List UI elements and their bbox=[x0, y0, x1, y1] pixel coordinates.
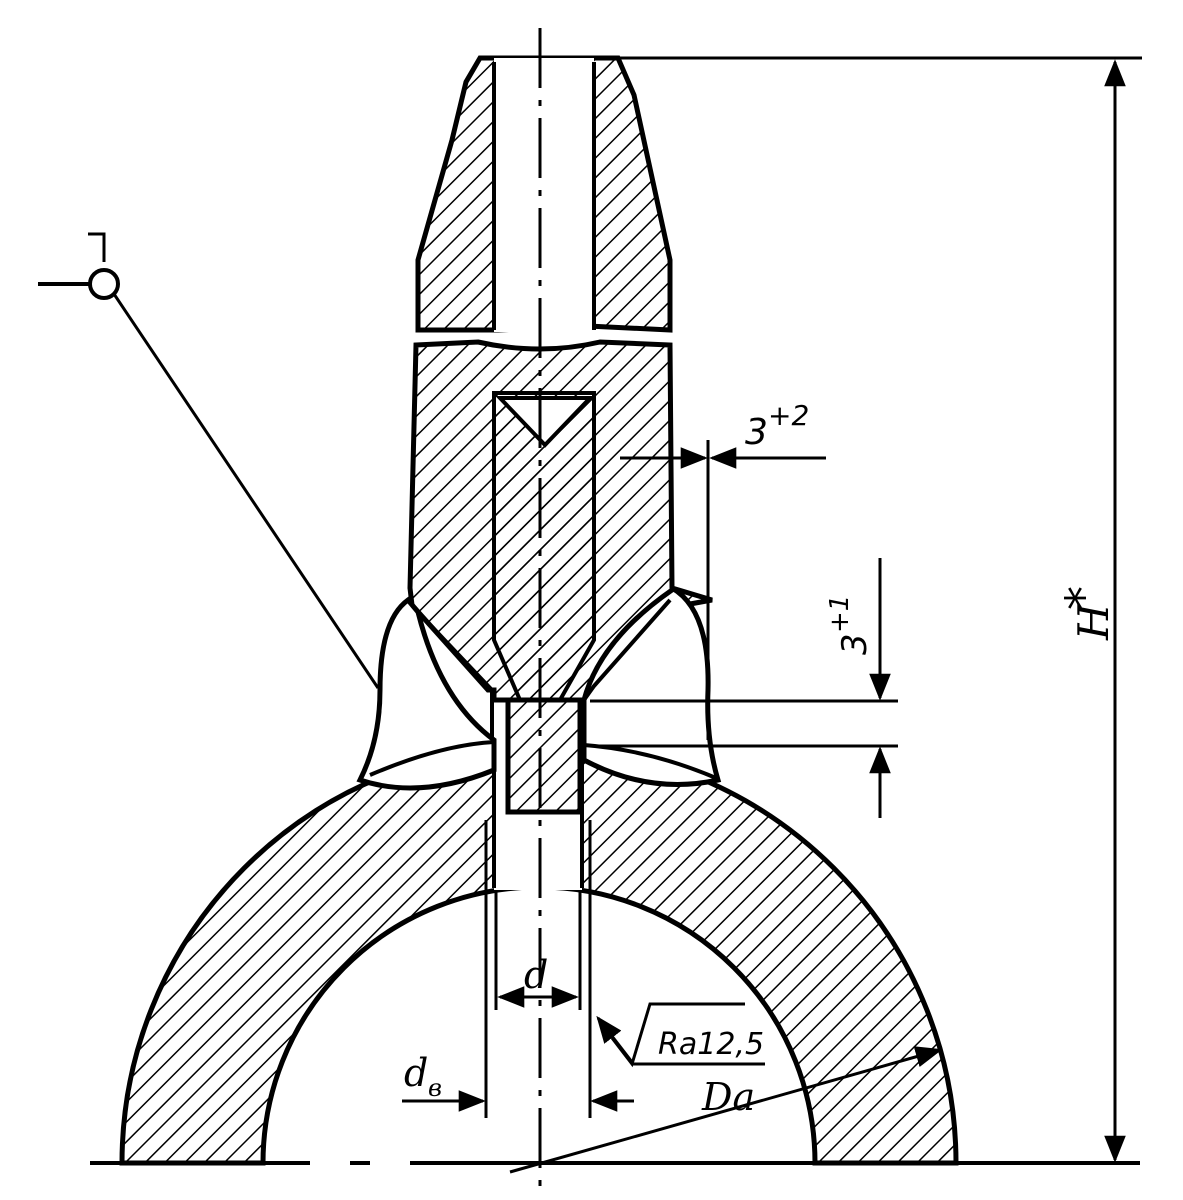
hole-d-label: d bbox=[404, 1051, 428, 1095]
gap-side-tolerance: +1 bbox=[825, 595, 855, 633]
roughness-label: Ra12,5 bbox=[658, 1027, 764, 1062]
outer-diameter-label: Da bbox=[701, 1075, 755, 1119]
hole-d-subscript: в bbox=[428, 1074, 442, 1102]
weld-bead-left bbox=[356, 596, 497, 791]
gap-top-label: 3 bbox=[745, 412, 768, 453]
drill-cone bbox=[495, 396, 595, 448]
spigot-section bbox=[505, 697, 583, 815]
nozzle-bore bbox=[494, 58, 594, 332]
outer-diameter-leader bbox=[509, 1046, 943, 1174]
weld-all-around-icon bbox=[88, 268, 120, 300]
pipe-wall-section bbox=[119, 743, 959, 1166]
height-label: H bbox=[1069, 602, 1118, 641]
inner-d-label: d bbox=[524, 953, 548, 997]
gap-side-label: 3 bbox=[835, 633, 875, 655]
weld-symbol-flag bbox=[88, 232, 106, 262]
weld-leader-line bbox=[112, 293, 380, 689]
roughness-symbol bbox=[610, 1002, 745, 1068]
gap-top-tolerance: +2 bbox=[768, 399, 809, 432]
height-asterisk: * bbox=[1056, 586, 1112, 610]
